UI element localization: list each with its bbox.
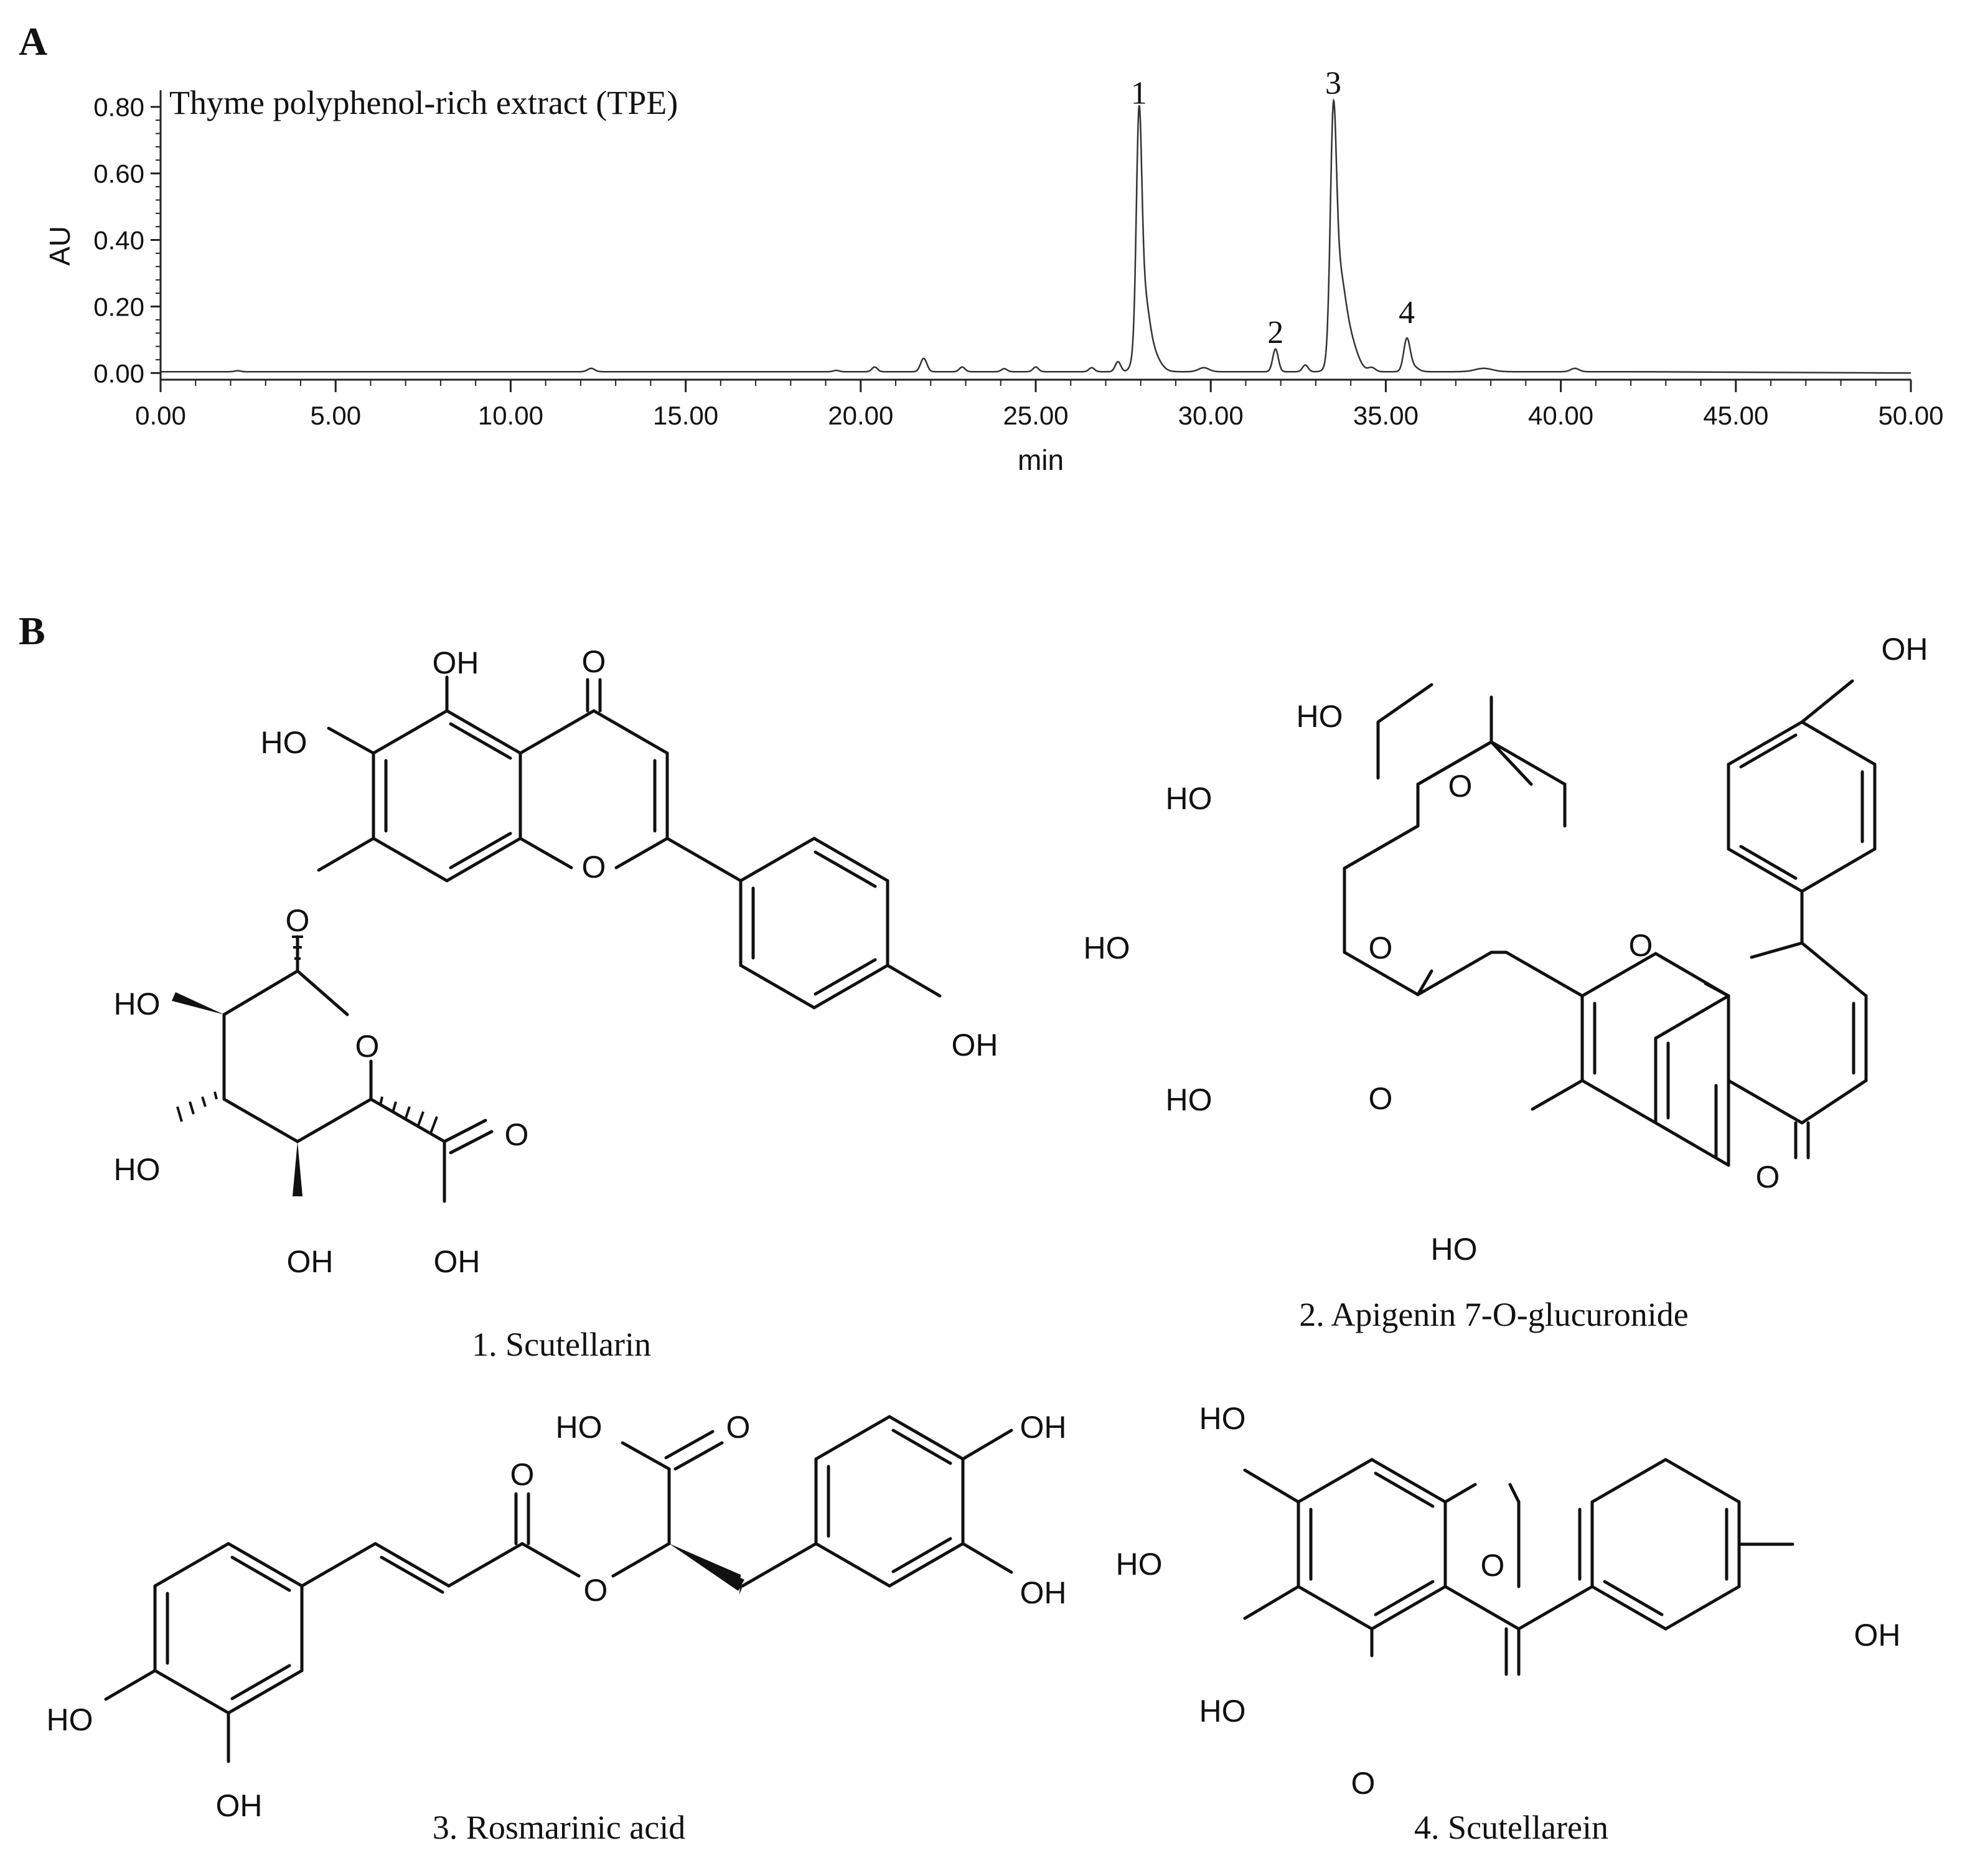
panel-label-b: B	[19, 609, 45, 653]
atom-label: OH	[1854, 1618, 1901, 1653]
y-tick-label: 0.60	[93, 159, 144, 189]
atom-label: OH	[1882, 632, 1928, 667]
atom-label: O	[505, 1117, 529, 1152]
chart-trace	[161, 98, 1911, 374]
x-tick-label: 35.00	[1353, 401, 1419, 430]
chart-axes	[159, 90, 1911, 381]
peak-label: 1	[1131, 75, 1147, 111]
x-tick-label: 25.00	[1003, 401, 1068, 430]
chromatogram-line	[161, 98, 1911, 374]
atom-label: O	[1756, 1160, 1780, 1194]
x-tick-label: 30.00	[1178, 401, 1244, 430]
x-tick-label: 20.00	[828, 401, 893, 430]
atom-label: OH	[216, 1788, 263, 1823]
atom-label: HO	[261, 725, 307, 760]
structure-apigenin-7-o-glucuronide: OH HO O HO HO O HO O O O HO 2. Apigenin …	[1084, 632, 1928, 1333]
atom-label: OH	[433, 645, 479, 680]
compound-name: 4. Scutellarein	[1414, 1809, 1608, 1846]
atom-label: O	[582, 850, 606, 884]
x-tick-label: 5.00	[310, 401, 361, 430]
atom-label: HO	[1199, 1401, 1246, 1436]
compound-name: 1. Scutellarin	[472, 1326, 651, 1363]
atom-label: OH	[434, 1244, 481, 1279]
structure-rosmarinic-acid: HO O O O OH OH HO OH 3. Rosmarinic acid	[47, 1410, 1067, 1846]
atom-label: HO	[556, 1410, 603, 1445]
atom-label: OH	[952, 1028, 998, 1062]
atom-label: HO	[1166, 1082, 1212, 1117]
atom-label: O	[355, 1029, 380, 1064]
atom-label: O	[1369, 1081, 1393, 1116]
x-tick-label: 15.00	[653, 401, 718, 430]
atom-label: HO	[114, 987, 161, 1021]
peak-label: 2	[1267, 315, 1283, 350]
atom-label: O	[1481, 1548, 1505, 1583]
atom-label: OH	[287, 1244, 334, 1279]
atom-label: O	[510, 1457, 535, 1492]
y-axis-label: AU	[44, 226, 76, 266]
compound-name: 3. Rosmarinic acid	[433, 1809, 685, 1846]
atom-label: O	[286, 903, 310, 938]
compound-name: 2. Apigenin 7-O-glucuronide	[1299, 1296, 1688, 1333]
chart-annotations: 1 2 3 4	[1131, 65, 1415, 350]
chromatogram-chart: Thyme polyphenol-rich extract (TPE) min …	[44, 65, 1944, 476]
atom-label: O	[1351, 1766, 1376, 1801]
atom-label: HO	[1166, 781, 1212, 816]
chart-title: Thyme polyphenol-rich extract (TPE)	[169, 84, 678, 121]
atom-label: HO	[1199, 1694, 1246, 1728]
atom-label: HO	[1116, 1547, 1163, 1582]
x-tick-label: 40.00	[1528, 401, 1593, 430]
atom-label: OH	[1020, 1575, 1067, 1610]
peak-label: 4	[1399, 295, 1415, 331]
y-tick-label: 0.00	[93, 359, 144, 388]
atom-label: HO	[1431, 1232, 1478, 1267]
y-tick-label: 0.20	[93, 292, 144, 321]
x-tick-label: 0.00	[135, 401, 186, 430]
atom-label: HO	[114, 1152, 161, 1187]
atom-label: O	[1629, 928, 1653, 963]
structure-scutellarein: HO HO HO O O OH 4. Scutellarein	[1116, 1401, 1901, 1846]
peak-label: 3	[1325, 65, 1341, 101]
y-tick-label: 0.40	[93, 226, 144, 255]
atom-label: OH	[1020, 1410, 1067, 1445]
atom-label: O	[582, 644, 606, 679]
panel-label-a: A	[19, 19, 47, 63]
atom-label: O	[584, 1573, 608, 1608]
atom-label: HO	[1297, 699, 1343, 734]
y-tick-label: 0.80	[93, 93, 144, 122]
atom-label: O	[726, 1410, 751, 1445]
atom-label: HO	[47, 1702, 93, 1737]
atom-label: O	[1369, 931, 1393, 965]
x-tick-label: 45.00	[1703, 401, 1768, 430]
x-axis-label: min	[1018, 444, 1064, 476]
x-tick-label: 10.00	[478, 401, 543, 430]
x-tick-label: 50.00	[1878, 401, 1943, 430]
atom-label: O	[1448, 769, 1473, 804]
structure-scutellarin: OH HO O O O HO O HO OH OH O OH 1. Scutel…	[114, 644, 998, 1363]
atom-label: HO	[1084, 931, 1130, 965]
